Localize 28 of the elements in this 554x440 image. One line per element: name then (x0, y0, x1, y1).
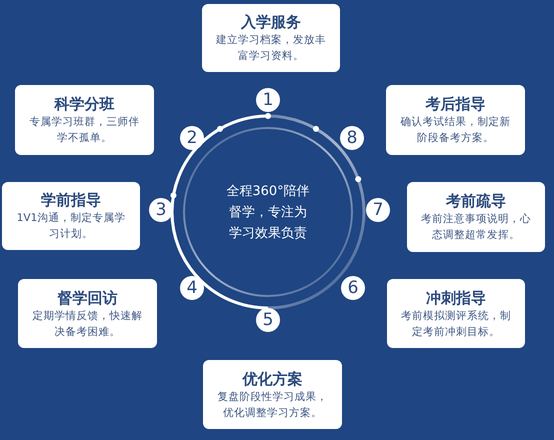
step-number: 1 (256, 88, 280, 112)
step-card (2, 182, 140, 250)
step-description: 建立学习档案，发放丰富学习资料。 (215, 33, 327, 64)
step-title: 科学分班 (54, 94, 114, 114)
step-title: 督学回访 (58, 288, 118, 308)
step-number: 5 (256, 308, 280, 332)
step-number: 7 (366, 198, 390, 222)
step-description: 确认考试结果，制定新阶段备考方案。 (400, 115, 512, 146)
step-card (386, 85, 525, 155)
step-title: 学前指导 (41, 190, 101, 210)
step-description: 复盘阶段性学习成果，优化调整学习方案。 (216, 390, 328, 420)
step-title: 考前疏导 (446, 191, 506, 211)
step-card (202, 4, 340, 72)
step-title: 优化方案 (242, 368, 302, 388)
step-description: 考前注意事项说明，心态调整超常发挥。 (420, 212, 532, 243)
step-number: 3 (149, 198, 173, 222)
step-title: 考后指导 (426, 94, 486, 114)
step-description: 考前模拟测评系统，制定考前冲刺目标。 (400, 308, 512, 340)
step-card (387, 279, 525, 348)
step-card (18, 279, 157, 348)
step-title: 冲刺指导 (426, 288, 486, 308)
step-description: 专属学习班群，三师伴学不孤单。 (28, 115, 140, 146)
step-card (203, 360, 342, 429)
step-description: 1V1沟通，制定专属学习计划。 (16, 211, 126, 242)
step-title: 入学服务 (241, 12, 301, 32)
step-description: 定期学情反馈，快速解决备考困难。 (32, 308, 144, 340)
step-card (15, 85, 154, 155)
step-card (407, 182, 545, 252)
